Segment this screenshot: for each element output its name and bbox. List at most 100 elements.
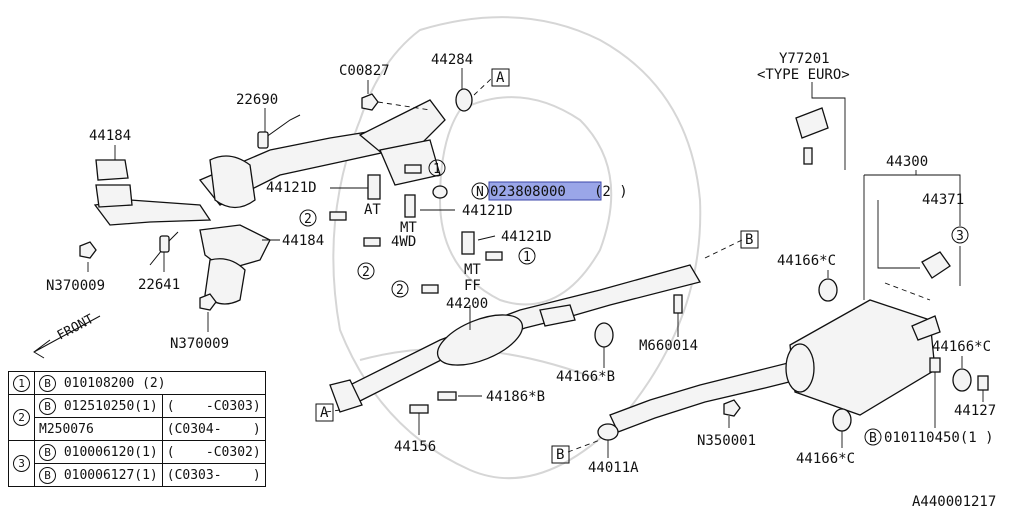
svg-text:B: B [556, 447, 564, 463]
hanger-44166C-c [832, 408, 852, 432]
ref-box-a-bottom: A [315, 403, 334, 422]
b-mark-icon: B [39, 374, 56, 392]
legend-r3-range2: (C0303- ) [161, 463, 266, 487]
bolt-1a [404, 164, 422, 174]
label-44284: 44284 [431, 52, 473, 68]
label-type-euro: <TYPE EURO> [757, 67, 850, 83]
label-Y77201: Y77201 [779, 51, 830, 67]
connection-dashes [325, 77, 931, 453]
svg-text:N: N [476, 185, 484, 200]
bolt-M660014 [673, 294, 683, 314]
label-44166C-c: 44166*C [796, 451, 855, 467]
circle-num-2a: 2 [299, 209, 317, 227]
nut-N370009b [199, 293, 217, 311]
circle-num-1b: 1 [518, 247, 536, 265]
gasket-44011A [597, 423, 619, 441]
legend-num-1: 1 [13, 374, 30, 392]
label-highlight-code: 023808000 [490, 184, 566, 200]
circle-num-3: 3 [951, 226, 969, 244]
nut-C00827 [361, 93, 379, 111]
circle-num-2b: 2 [357, 262, 375, 280]
label-44121D-c: 44121D [501, 229, 552, 245]
label-44371: 44371 [922, 192, 964, 208]
legend-r2-part2: M250076 [34, 417, 163, 441]
label-44166C-b: 44166*C [932, 339, 991, 355]
nut-N370009a [79, 241, 97, 259]
label-44121D-b: 44121D [462, 203, 513, 219]
label-at: AT [364, 202, 381, 218]
fastener-legend-table: 1 B 010108200 (2) 2 B 012510250(1) ( -C0… [8, 371, 266, 487]
svg-text:3: 3 [956, 229, 964, 244]
legend-row-2b: M250076 (C0304- ) [9, 417, 266, 441]
label-44186B: 44186*B [486, 389, 545, 405]
center-pipe-44200 [329, 264, 701, 413]
label-44166B: 44166*B [556, 369, 615, 385]
svg-text:A: A [320, 405, 329, 421]
legend-row-2a: 2 B 012510250(1) ( -C0303) [8, 394, 266, 441]
bracket-mt-ff [461, 231, 475, 255]
circle-num-2c: 2 [391, 280, 409, 298]
svg-text:2: 2 [396, 283, 404, 298]
legend-row-1: 1 B 010108200 (2) [8, 371, 266, 395]
diagram-id: A440001217 [912, 494, 996, 510]
svg-text:B: B [745, 232, 753, 248]
legend-num-2: 2 [13, 409, 30, 426]
hanger-44166C-b [952, 368, 972, 392]
legend-r2-range1: ( -C0303) [161, 394, 266, 418]
hanger-44166B [594, 322, 614, 348]
label-44300: 44300 [886, 154, 928, 170]
bracket-at [367, 174, 381, 200]
legend-row-3b: B 010006127(1) (C0303- ) [9, 463, 266, 487]
b-mark-icon: B [39, 397, 56, 415]
legend-r3-range1: ( -C0302) [161, 440, 266, 464]
label-44156: 44156 [394, 439, 436, 455]
front-label: FRONT [55, 312, 97, 344]
label-44200: 44200 [446, 296, 488, 312]
legend-r2-part1: 012510250(1) [63, 398, 158, 414]
legend-r1-part: 010108200 (2) [63, 375, 166, 391]
bolt-44186B [437, 391, 457, 401]
circle-num-1a: 1 [428, 159, 446, 177]
hanger-44166C-a [818, 278, 838, 302]
label-mt: MT [400, 220, 417, 236]
part-labels: 22690 44184 44184 N370009 N370009 22641 … [46, 51, 996, 510]
circle-b-mark: B [864, 428, 882, 446]
legend-row-3a: 3 B 010006120(1) ( -C0302) [8, 440, 266, 487]
label-22641: 22641 [138, 277, 180, 293]
ref-box-b-top: B [740, 230, 759, 249]
bolt-44156 [409, 404, 429, 414]
legend-r3-part2: 010006127(1) [63, 467, 158, 483]
nut-highlight [432, 185, 448, 199]
label-N370009-a: N370009 [46, 278, 105, 294]
label-ff: FF [464, 278, 481, 294]
tail-pipe-44371 [921, 251, 951, 279]
label-M660014: M660014 [639, 338, 698, 354]
svg-text:1: 1 [433, 162, 441, 177]
bracket-mt-4wd [404, 194, 416, 218]
leader-lines [87, 68, 984, 458]
b-mark-icon: B [39, 466, 56, 484]
bolt-2b [363, 237, 381, 247]
highlight-box [488, 181, 602, 201]
label-mt2: MT [464, 262, 481, 278]
label-44184-b: 44184 [282, 233, 324, 249]
oxygen-sensor-22690 [257, 114, 301, 149]
bolt-2a [329, 211, 347, 221]
circle-n-mark: N [471, 182, 489, 200]
tail-pipe-Y77201 [795, 107, 829, 165]
label-44127: 44127 [954, 403, 996, 419]
label-4wd: 4WD [391, 234, 416, 250]
front-arrow-icon: FRONT [33, 312, 101, 359]
ref-box-b-bottom: B [551, 445, 570, 464]
label-N370009-b: N370009 [170, 336, 229, 352]
legend-r3-part1: 010006120(1) [63, 444, 158, 460]
ref-box-a-top: A [491, 68, 510, 87]
label-44121D-a: 44121D [266, 180, 317, 196]
svg-text:B: B [869, 431, 877, 446]
label-44166C-a: 44166*C [777, 253, 836, 269]
label-44184-a: 44184 [89, 128, 131, 144]
bolt-1b [485, 251, 503, 261]
label-C00827: C00827 [339, 63, 390, 79]
bolt-2c [421, 284, 439, 294]
